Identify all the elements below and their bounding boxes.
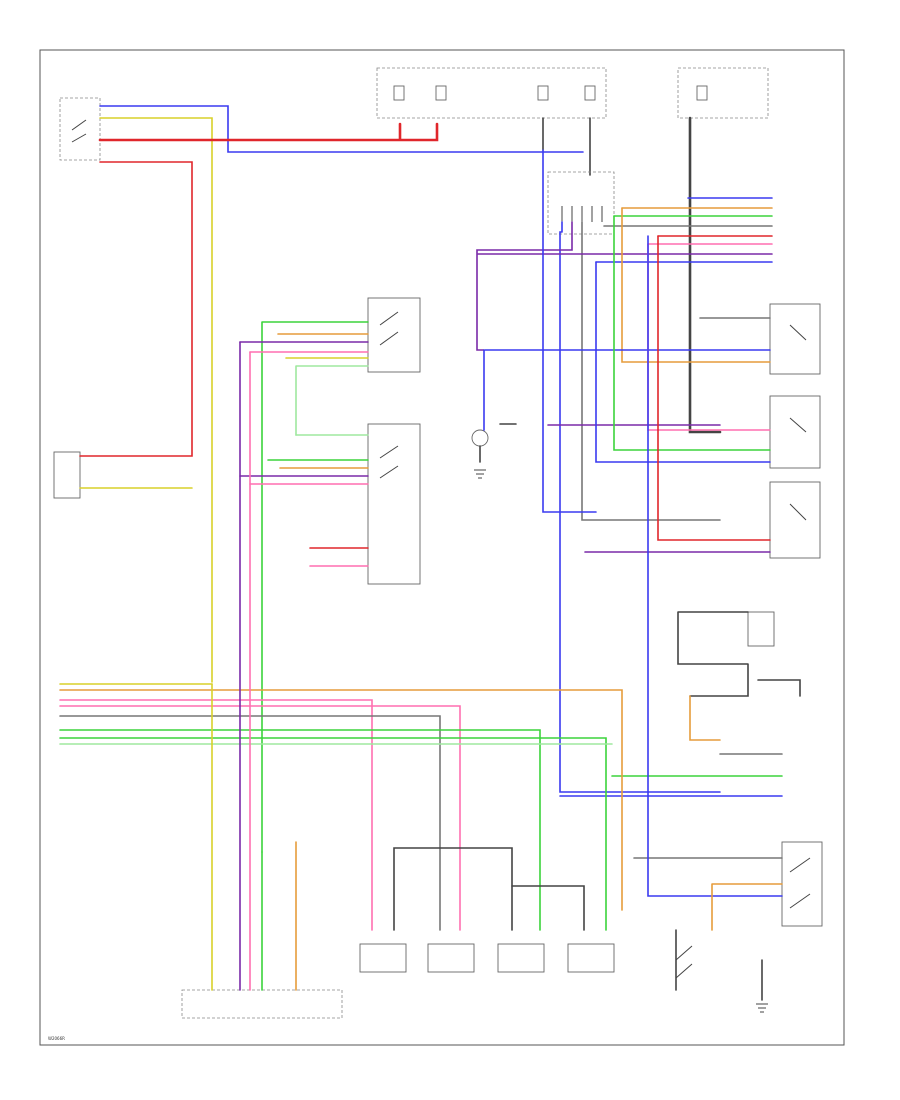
wire-black-fuse xyxy=(542,117,591,176)
wire-black-comp xyxy=(757,679,801,697)
wire-harness-green2 xyxy=(59,737,607,931)
switch-bottom-right xyxy=(781,841,823,927)
fuse-icon xyxy=(393,85,708,101)
wire-black-sensor-bus xyxy=(393,847,513,931)
wire-blue-conn xyxy=(559,221,721,793)
relay-1 xyxy=(769,303,821,375)
wire-blue-relay3 xyxy=(542,149,597,513)
wire-black-right-fuse xyxy=(688,116,722,434)
page-code: W2066R xyxy=(48,1036,65,1041)
switch-contact-icon xyxy=(789,857,811,909)
fuse-box-right xyxy=(677,67,769,119)
wire-yellow-top xyxy=(99,117,213,683)
wire-harness-gray xyxy=(59,715,441,931)
switch-contact-icon xyxy=(379,311,399,479)
wire-blue-relay2 xyxy=(595,261,771,463)
wire-red-left xyxy=(79,161,193,457)
wire-black-loop xyxy=(677,611,749,697)
switch-unit-upper xyxy=(367,297,421,373)
wire-harness-pink xyxy=(59,699,373,931)
sensor-3 xyxy=(497,943,545,973)
switch-unit-lower xyxy=(367,423,421,585)
connector-icon xyxy=(561,206,603,222)
wire-orange-bottom xyxy=(711,883,783,931)
bottom-left-connector xyxy=(181,989,343,1019)
switch-contact-icon xyxy=(675,945,693,979)
wire-gray-conn xyxy=(581,221,721,521)
wire-red-relay3 xyxy=(657,235,771,541)
sensor-center xyxy=(471,429,489,447)
central-connector xyxy=(547,171,615,235)
wire-ltg-mid xyxy=(295,365,369,436)
wire-blue-top xyxy=(99,105,584,153)
wire-green-relay2 xyxy=(613,215,771,451)
wire-pink-relay2 xyxy=(647,243,771,431)
left-module xyxy=(53,451,81,499)
wire-harness-green xyxy=(59,729,541,931)
sensor-2 xyxy=(427,943,475,973)
wire-blue-bottom xyxy=(647,235,783,897)
ground-icon xyxy=(474,469,768,1013)
component-right-mid xyxy=(747,611,775,647)
wire-green-mid xyxy=(261,321,369,853)
top-left-switch-block xyxy=(59,97,101,161)
switch-contact-icon xyxy=(71,119,87,143)
fuse-box-left xyxy=(376,67,607,119)
relay-coil-icon xyxy=(789,324,807,521)
wire-red-top xyxy=(98,122,439,142)
wire-harness-orange xyxy=(59,689,623,911)
relay-3 xyxy=(769,481,821,559)
sensor-1 xyxy=(359,943,407,973)
wire-black-sensor xyxy=(479,423,517,463)
wire-harness-pink2 xyxy=(59,705,461,931)
wire-orange-relay1 xyxy=(621,207,771,363)
diagram-frame xyxy=(39,49,845,1046)
wire-black-sensor-bus2 xyxy=(511,885,585,931)
sensor-4 xyxy=(567,943,615,973)
relay-2 xyxy=(769,395,821,469)
wire-purple-conn xyxy=(476,221,573,351)
wire-orange-lower xyxy=(689,695,721,741)
